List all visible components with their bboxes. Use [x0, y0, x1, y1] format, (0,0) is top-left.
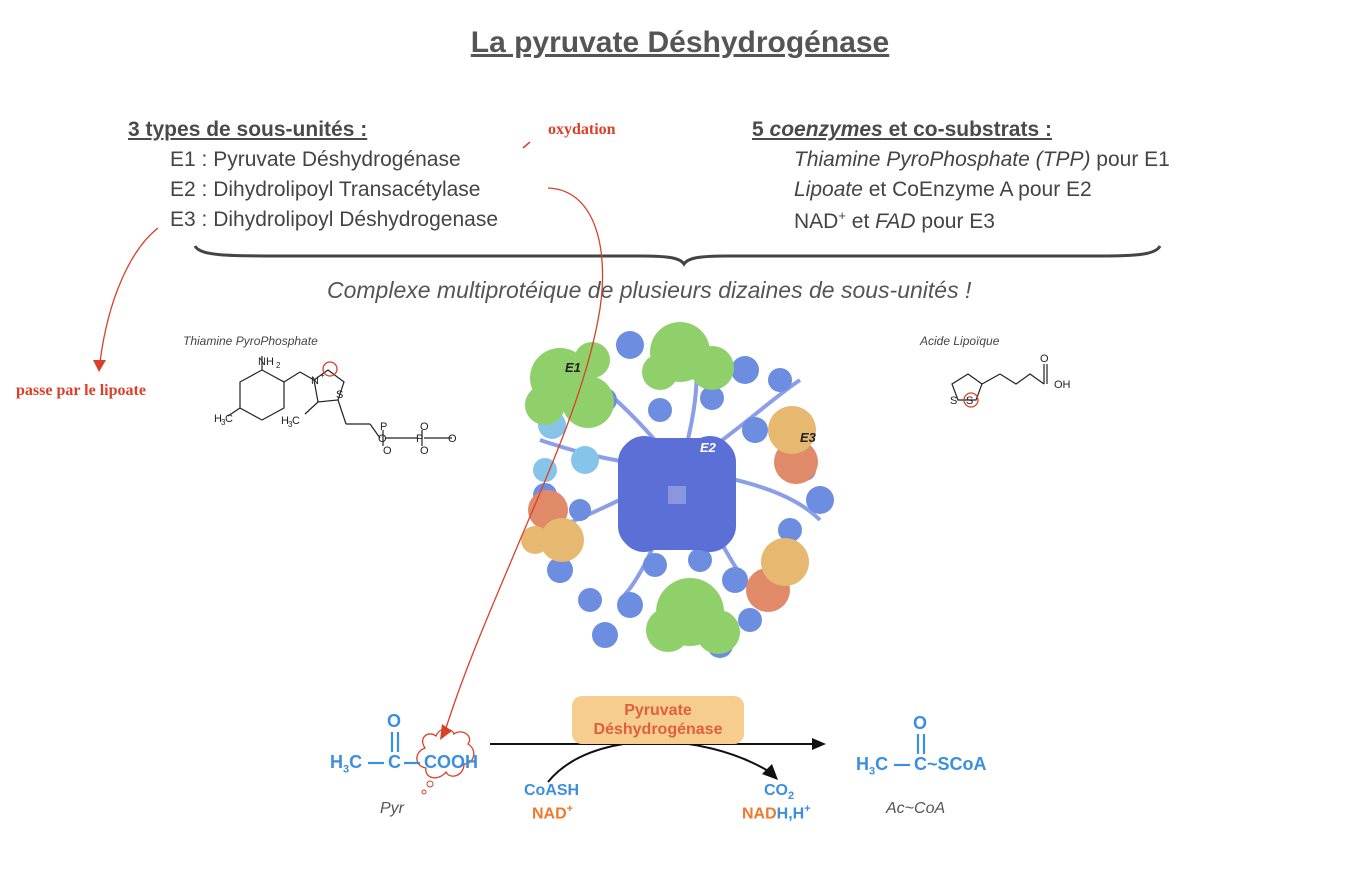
cooh-bubble: [416, 728, 475, 779]
svg-text:P: P: [380, 421, 387, 433]
coenzyme-curve: [547, 740, 771, 783]
enzyme-box: Pyruvate Déshydrogénase: [572, 696, 744, 744]
oxydation-tick: [522, 141, 531, 149]
pdh-complex: [521, 322, 834, 658]
annotation-oxydation: oxydation: [548, 121, 616, 138]
accoa-body: C~SCoA: [914, 754, 987, 774]
coenzymes-heading: 5 coenzymes et co-substrats :: [752, 118, 1052, 141]
svg-text:+: +: [320, 371, 325, 380]
svg-text:H: H: [281, 415, 289, 427]
svg-text:S: S: [950, 395, 957, 407]
arrow-e3-head: [93, 360, 106, 372]
coenzyme-line-2: Lipoate et CoEnzyme A pour E2: [794, 178, 1092, 201]
svg-text:O: O: [383, 445, 392, 457]
co2: CO2: [764, 782, 795, 803]
svg-text:O: O: [420, 445, 429, 457]
tpp-name: Thiamine PyroPhosphate: [183, 334, 318, 348]
arrow-e3-to-lipoate: [99, 227, 159, 363]
svg-text:NH: NH: [258, 356, 274, 368]
complex-label-e1: E1: [565, 360, 581, 375]
subunit-e1: E1 : Pyruvate Déshydrogénase: [170, 148, 461, 171]
svg-text:P: P: [416, 433, 423, 445]
coash: CoASH: [524, 782, 580, 799]
accoa-methyl: H3C: [856, 754, 889, 778]
svg-text:N: N: [311, 375, 319, 387]
svg-text:3: 3: [221, 418, 226, 427]
accoa-label: Ac~CoA: [886, 800, 946, 817]
svg-text:C: C: [292, 415, 300, 427]
svg-text:O: O: [1040, 353, 1049, 365]
pyr-methyl: H3C: [330, 752, 363, 776]
complexe-caption: Complexe multiprotéique de plusieurs diz…: [327, 277, 972, 303]
annotation-lipoate: passe par le lipoate: [16, 382, 146, 399]
subunits-heading: 3 types de sous-unités :: [128, 118, 368, 141]
nadh: NADH,H+: [742, 803, 811, 823]
complex-label-e2: E2: [700, 440, 717, 455]
enzyme-name-2: Déshydrogénase: [593, 721, 723, 738]
lipoic-name: Acide Lipoïque: [920, 334, 1000, 348]
tpp-carbon-circle: [322, 361, 338, 377]
enzyme-name-1: Pyruvate: [624, 702, 692, 719]
page-title: La pyruvate Déshydrogénase: [470, 26, 890, 59]
lipoic-sulfur-circle: [963, 392, 979, 408]
complex-label-e3: E3: [800, 430, 817, 445]
coenzyme-line-3: NAD+ et FAD pour E3: [794, 208, 995, 233]
brace: [193, 245, 1162, 267]
arrow-e2-to-cooh: [445, 187, 604, 729]
pyruvate-bonds: [368, 732, 420, 765]
nad-plus: NAD+: [532, 803, 574, 823]
svg-text:O: O: [448, 433, 457, 445]
subunit-e2: E2 : Dihydrolipoyl Transacétylase: [170, 178, 481, 201]
svg-text:OH: OH: [1054, 379, 1071, 391]
svg-text:O: O: [378, 433, 387, 445]
pyr-cooh: COOH: [424, 752, 478, 772]
accoa-oxygen: O: [913, 713, 928, 733]
pyr-label: Pyr: [380, 800, 404, 817]
coenzyme-line-1: Thiamine PyroPhosphate (TPP) pour E1: [794, 148, 1170, 171]
svg-text:S: S: [966, 395, 973, 407]
tpp-structure: [227, 356, 452, 446]
lipoic-structure: [951, 364, 1048, 401]
svg-text:H: H: [214, 413, 222, 425]
svg-text:O: O: [420, 421, 429, 433]
pyr-carbon: C: [388, 752, 401, 772]
svg-text:2: 2: [276, 361, 281, 370]
svg-text:C: C: [225, 413, 233, 425]
pyr-oxygen: O: [387, 711, 402, 731]
accoa-bonds: [894, 734, 926, 767]
arrow-e2-head: [440, 724, 452, 740]
svg-text:S: S: [336, 389, 343, 401]
subunit-e3: E3 : Dihydrolipoyl Déshydrogenase: [170, 208, 499, 231]
svg-text:3: 3: [288, 420, 293, 429]
